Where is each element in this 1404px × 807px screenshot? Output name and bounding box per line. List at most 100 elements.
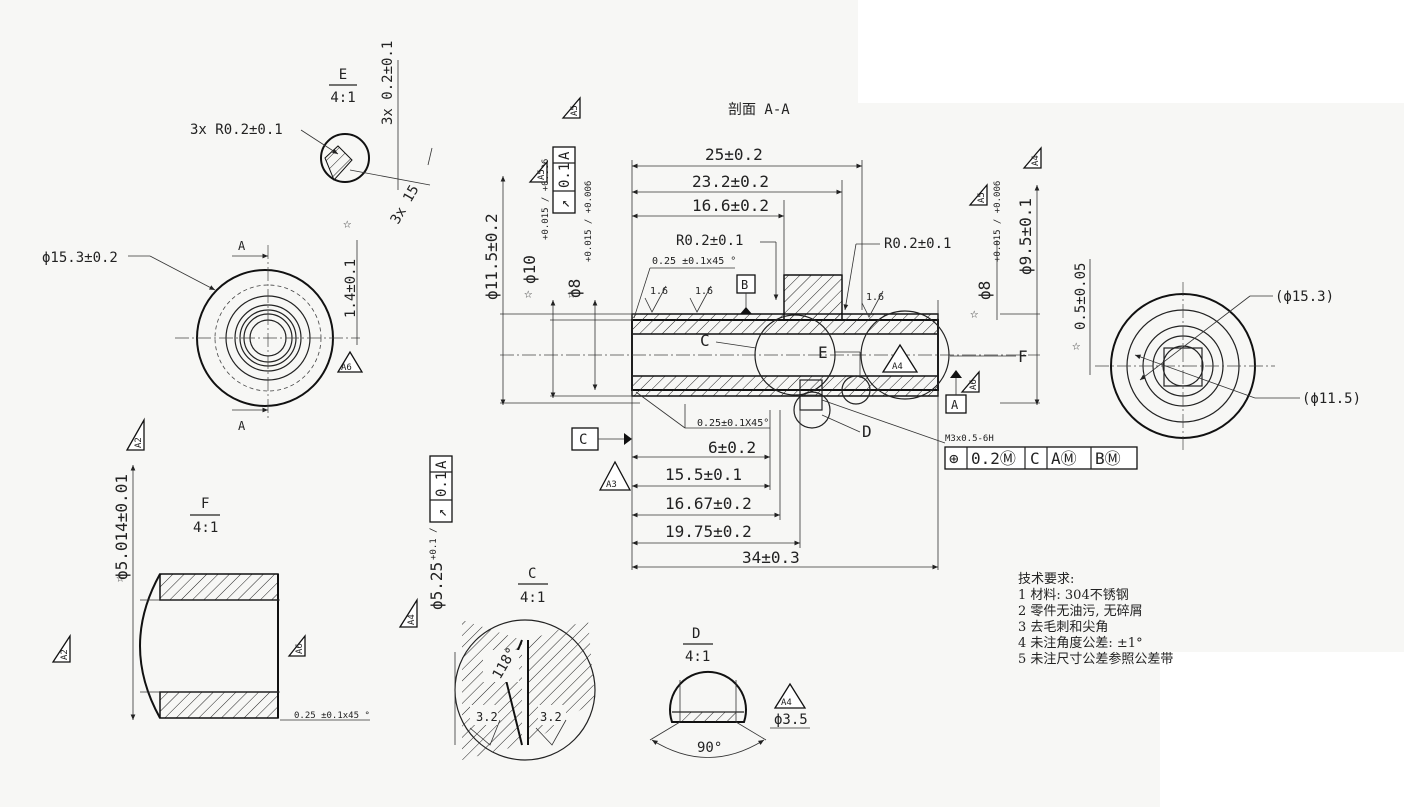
flag-a3: A3 <box>606 480 617 490</box>
tech-requirement-item: 1 材料: 304不锈钢 <box>1018 588 1129 603</box>
roughness-1: 1.6 <box>650 286 668 297</box>
dim-34: 34±0.3 <box>742 548 800 567</box>
detail-d-flag: A4 <box>781 698 792 708</box>
position-symbol: ⊕ <box>949 449 959 468</box>
detail-f-circle <box>860 310 950 400</box>
detail-e-scale: 4:1 <box>330 90 355 106</box>
detail-c-diameter: ϕ5.25 <box>427 562 446 610</box>
flag-a5-a: A5 <box>570 105 580 116</box>
datum-c: C <box>579 432 587 448</box>
detail-f-letter: F <box>201 496 209 512</box>
detail-c-flag: A4 <box>407 614 417 625</box>
detail-c-roughness-left: 3.2 <box>476 710 498 724</box>
side-view-outer-ref: (ϕ15.3) <box>1275 289 1334 305</box>
dim-phi-8-left-tol: +0.015 / +0.006 <box>584 181 594 262</box>
dim-23-2: 23.2±0.2 <box>692 172 769 191</box>
detail-e-depth: 3x 0.2±0.1 <box>380 41 396 125</box>
position-datum-3: BⓂ <box>1095 449 1121 468</box>
tech-requirement-item: 2 零件无油污, 无碎屑 <box>1018 604 1143 619</box>
detail-d: D 4:1 90° A4 ϕ3.5 <box>649 626 810 758</box>
detail-d-circle <box>793 391 831 429</box>
dim-25: 25±0.2 <box>705 145 763 164</box>
position-datum-2: AⓂ <box>1051 449 1077 468</box>
section-mark-bottom: A <box>238 419 246 433</box>
star-mark-4: ☆ <box>970 306 979 322</box>
radius-left: R0.2±0.1 <box>676 233 743 249</box>
star-mark-3: ☆ <box>567 286 576 302</box>
dim-6: 6±0.2 <box>708 438 756 457</box>
dim-16-67: 16.67±0.2 <box>665 494 752 513</box>
front-view-flag: A6 <box>341 363 352 373</box>
detail-c-scale: 4:1 <box>520 590 545 606</box>
position-value: 0.2Ⓜ <box>971 449 1016 468</box>
detail-c: A4 ϕ5.25 +0.1 / 0.0 ↗ 0.1 A C 4:1 118° 3… <box>398 455 596 761</box>
detail-d-letter: D <box>692 626 700 642</box>
flag-a6: A6 <box>969 379 979 390</box>
dim-phi-11-5: ϕ11.5±0.2 <box>482 213 501 300</box>
star-mark-6: ☆ <box>116 570 125 586</box>
dim-phi-10: ϕ10 <box>520 255 539 284</box>
dim-15-5: 15.5±0.1 <box>665 465 742 484</box>
runout-datum: A <box>557 151 573 160</box>
datum-b: B <box>741 278 748 292</box>
label-c: C <box>700 331 710 350</box>
tech-requirement-item: 5 未注尺寸公差参照公差带 <box>1018 652 1174 667</box>
dim-phi-10-tol: +0.015 / +0.006 <box>541 159 551 240</box>
section-a-a: 剖面 A-A 25±0.2 23.2±0.2 16.6±0.2 R0 <box>482 96 1138 570</box>
detail-e-angle: 3x 15 <box>388 182 423 227</box>
runout-symbol: ↗ <box>557 200 573 208</box>
thread-spec: M3x0.5-6H <box>945 434 994 444</box>
detail-f-scale: 4:1 <box>193 520 218 536</box>
star-mark-2: ☆ <box>524 286 533 302</box>
detail-c-circle <box>754 314 836 396</box>
front-view: A A ϕ15.3±0.2 1.4±0.1 ☆ A6 <box>42 216 364 433</box>
side-view-offset: 0.5±0.05 <box>1073 263 1089 330</box>
detail-e-circle <box>841 375 871 405</box>
datum-a: A <box>951 398 959 412</box>
detail-f-flag-left: A2 <box>60 649 70 660</box>
flag-a5-b: A5 <box>537 169 547 180</box>
section-mark-top: A <box>238 239 246 253</box>
dim-16-6: 16.6±0.2 <box>692 196 769 215</box>
detail-e: E 4:1 3x R0.2±0.1 3x 0.2±0.1 3x 15 <box>190 41 433 227</box>
detail-f-diameter: ϕ5.014±0.01 <box>112 474 131 580</box>
detail-c-letter: C <box>528 566 536 582</box>
detail-c-diameter-tol: +0.1 / 0.0 <box>429 506 439 560</box>
label-f: F <box>1018 347 1028 366</box>
detail-f-flag-right: A6 <box>295 643 305 654</box>
radius-right: R0.2±0.1 <box>884 236 951 252</box>
detail-c-runout-symbol: ↗ <box>434 509 450 517</box>
tech-requirements: 技术要求: 1 材料: 304不锈钢 2 零件无油污, 无碎屑 3 去毛刺和尖角… <box>1018 572 1208 668</box>
detail-e-letter: E <box>339 67 347 83</box>
section-title: 剖面 A-A <box>728 102 790 118</box>
detail-c-runout-value: 0.1 <box>434 472 450 497</box>
flag-a5-c: A5 <box>977 192 987 203</box>
dim-phi-9-5: ϕ9.5±0.1 <box>1016 198 1035 275</box>
roughness-2: 1.6 <box>695 286 713 297</box>
scan-patch-top-right <box>858 0 1404 103</box>
star-mark-5: ☆ <box>1072 338 1081 354</box>
star-mark: ☆ <box>343 216 352 232</box>
tech-requirement-item: 4 未注角度公差: ±1° <box>1018 636 1143 651</box>
side-view: 0.5±0.05 ☆ (ϕ15.3) (ϕ11.5) <box>1072 259 1361 450</box>
chamfer-top: 0.25 ±0.1x45 ° <box>652 256 736 267</box>
detail-c-roughness-right: 3.2 <box>540 710 562 724</box>
side-view-inner-ref: (ϕ11.5) <box>1302 391 1361 407</box>
front-view-thickness: 1.4±0.1 <box>343 259 359 318</box>
flag-a4-a: A4 <box>1031 155 1041 166</box>
detail-d-angle: 90° <box>697 740 722 756</box>
label-d: D <box>862 422 872 441</box>
detail-f-flag-side: A2 <box>134 437 144 448</box>
detail-f: A2 A2 F 4:1 ϕ5.014±0.01 ☆ A6 0.25 ±0.1x4… <box>51 417 370 721</box>
tech-requirements-title: 技术要求: <box>1018 572 1075 587</box>
dim-phi-8-right-tol: +0.015 / +0.006 <box>993 181 1003 262</box>
flag-a4-b: A4 <box>892 362 903 372</box>
detail-d-diameter: ϕ3.5 <box>774 712 808 728</box>
front-view-diameter: ϕ15.3±0.2 <box>42 250 118 266</box>
dim-phi-8-left: ϕ8 <box>565 279 584 298</box>
roughness-3: 1.6 <box>866 292 884 303</box>
detail-d-scale: 4:1 <box>685 649 710 665</box>
detail-e-radius: 3x R0.2±0.1 <box>190 122 283 138</box>
position-datum-1: C <box>1030 449 1040 468</box>
